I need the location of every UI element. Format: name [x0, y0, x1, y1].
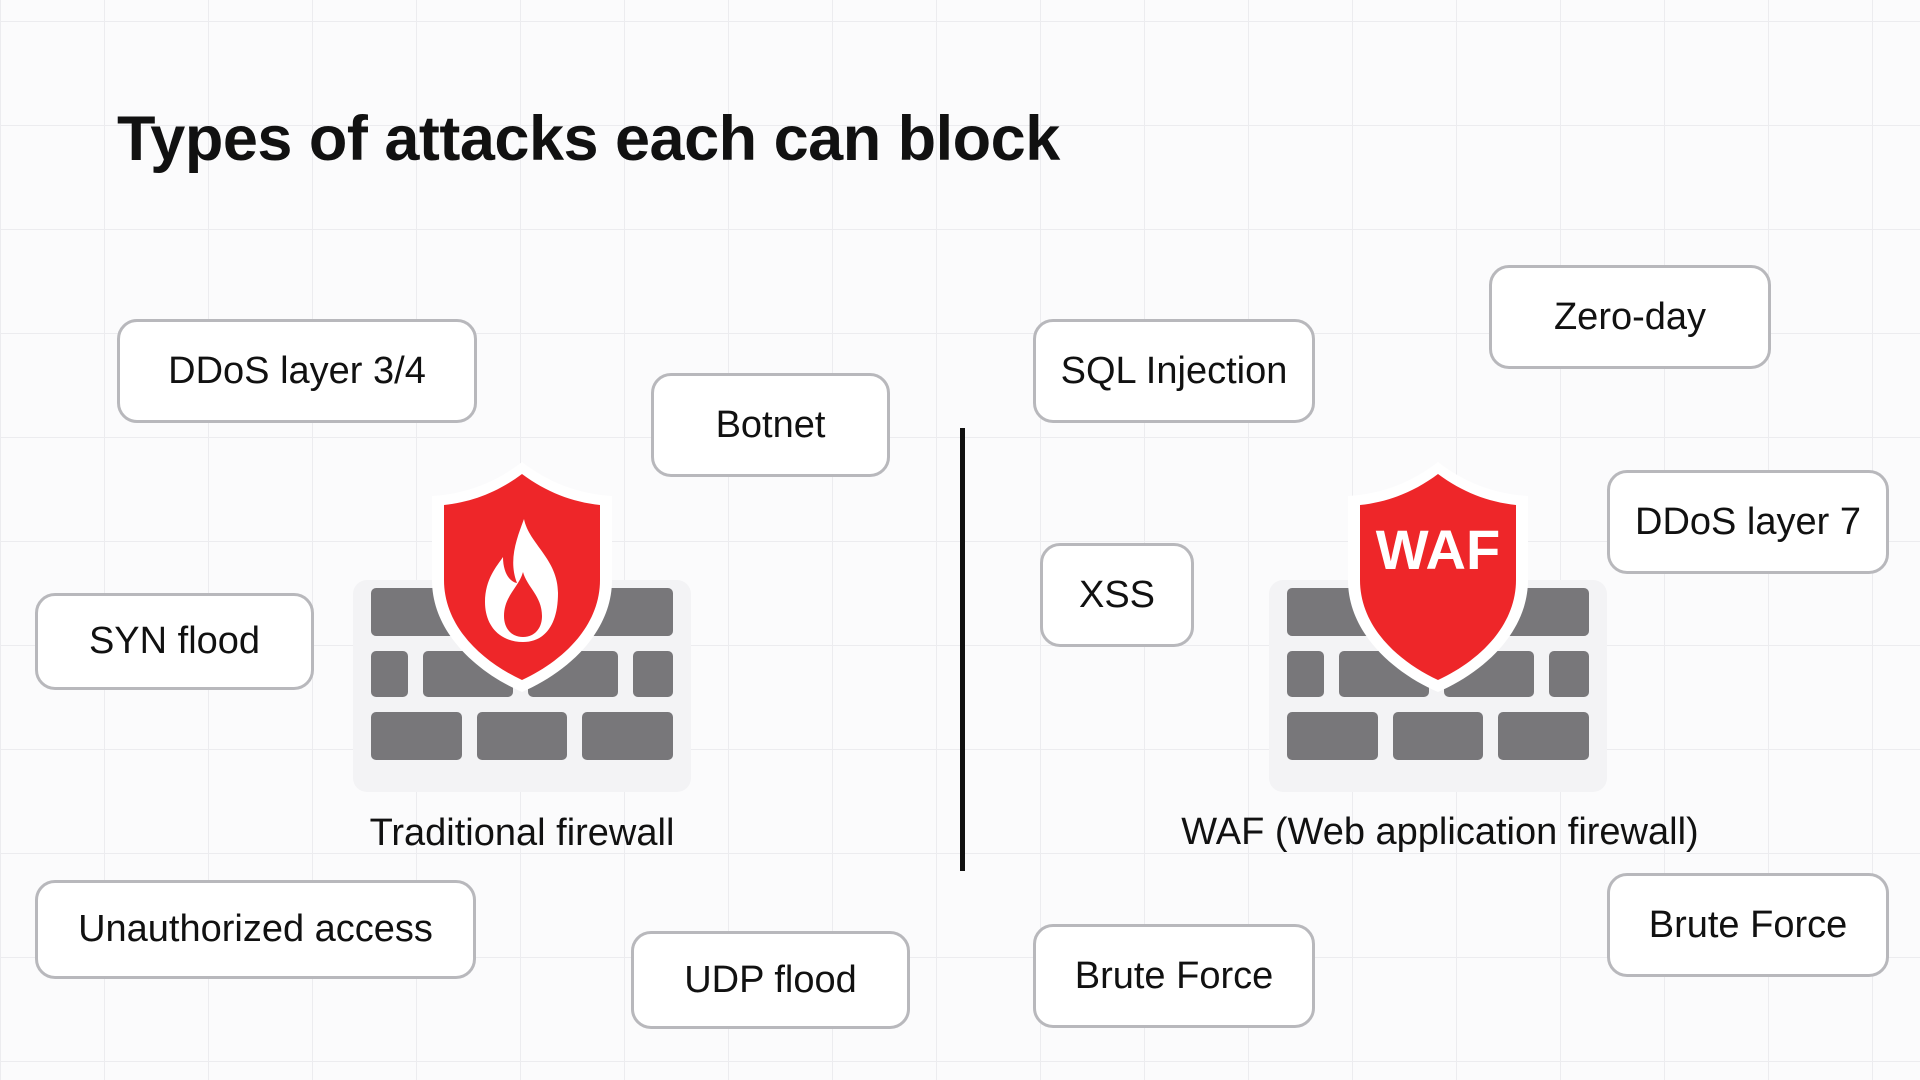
attack-udp-flood: UDP flood	[631, 931, 910, 1029]
attack-ddos-layer-3-4: DDoS layer 3/4	[117, 319, 477, 423]
traditional-firewall-caption: Traditional firewall	[369, 812, 675, 854]
waf-shield-label: WAF	[1376, 518, 1500, 581]
waf-graphic: WAF	[1269, 462, 1607, 792]
divider	[960, 428, 965, 871]
waf-shield-icon: WAF	[1269, 462, 1607, 792]
attack-unauthorized-access: Unauthorized access	[35, 880, 476, 979]
attack-syn-flood: SYN flood	[35, 593, 314, 690]
attack-brute-force-bottom: Brute Force	[1033, 924, 1315, 1028]
attack-ddos-layer-7: DDoS layer 7	[1607, 470, 1889, 574]
attack-xss: XSS	[1040, 543, 1194, 647]
attack-brute-force-right: Brute Force	[1607, 873, 1889, 977]
firewall-flame-shield-icon	[353, 462, 691, 792]
waf-caption: WAF (Web application firewall)	[1181, 811, 1699, 853]
page-title: Types of attacks each can block	[117, 104, 1060, 174]
firewall-graphic	[353, 462, 691, 792]
attack-zero-day: Zero-day	[1489, 265, 1771, 369]
attack-sql-injection: SQL Injection	[1033, 319, 1315, 423]
attack-botnet: Botnet	[651, 373, 890, 477]
